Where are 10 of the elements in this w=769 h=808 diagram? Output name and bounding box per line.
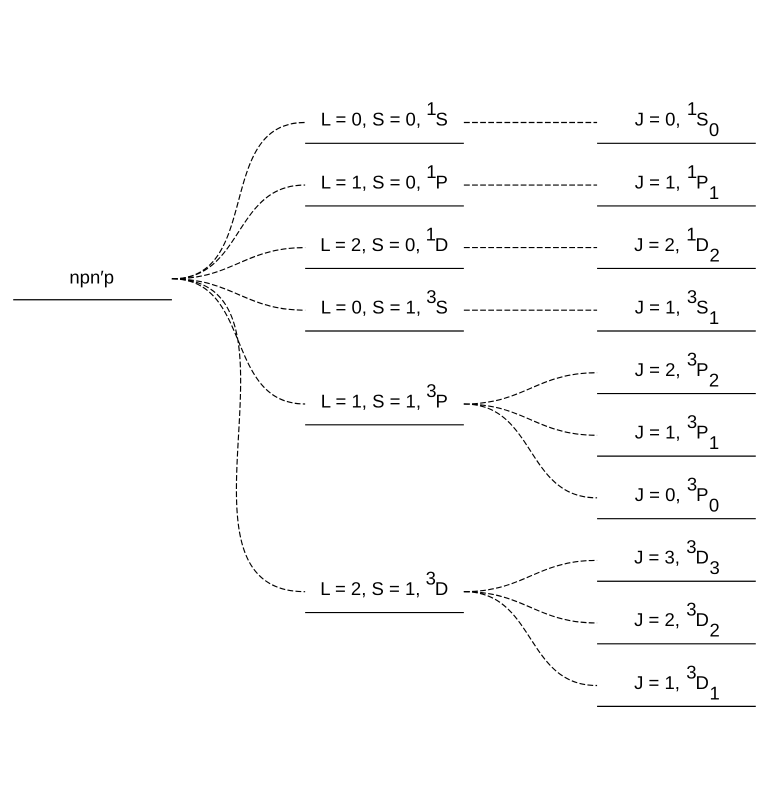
connector xyxy=(172,184,306,280)
connector xyxy=(464,310,598,311)
connector xyxy=(172,122,306,280)
node-text: npn′p xyxy=(69,266,114,288)
connector xyxy=(464,247,598,248)
connector xyxy=(172,278,306,592)
connector xyxy=(464,184,598,186)
connector xyxy=(464,403,598,498)
connector xyxy=(464,122,598,124)
connector xyxy=(464,591,598,686)
